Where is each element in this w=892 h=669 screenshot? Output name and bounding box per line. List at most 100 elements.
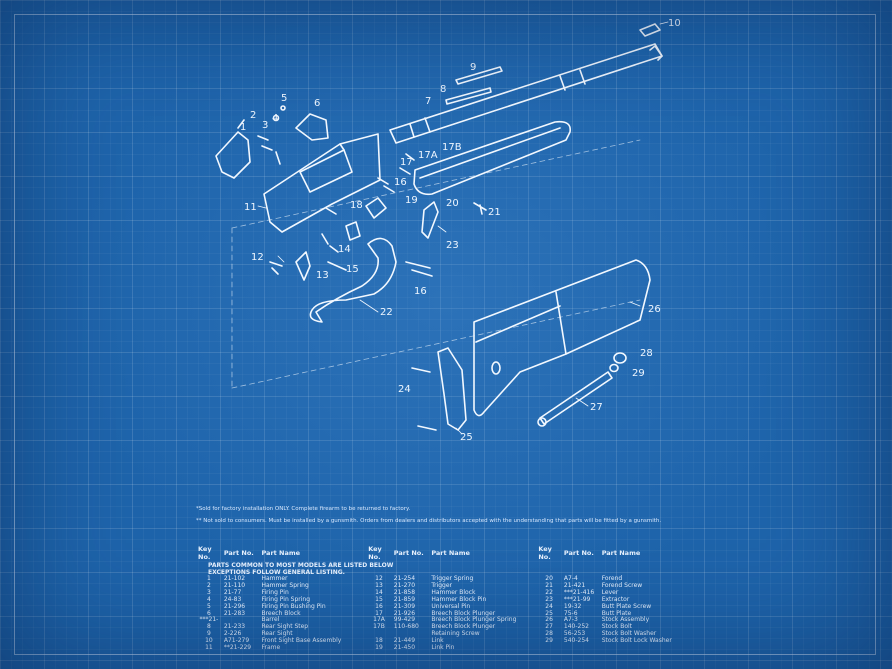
table-cell: 20 (545, 575, 553, 582)
table-cell: ***21-416 (563, 588, 595, 596)
table-cell: 21-102 (223, 575, 246, 582)
group-title-1: PARTS COMMON TO MOST MODELS ARE LISTED B… (208, 562, 394, 569)
table-cell: 540-254 (563, 637, 589, 645)
table-cell: 140-252 (563, 623, 589, 631)
hammer-part (215, 131, 251, 179)
callout-15: 15 (346, 264, 359, 275)
link-part (365, 197, 387, 219)
callout-18: 18 (350, 200, 363, 211)
rear-sight-part (455, 66, 503, 85)
header-part-no-3: Part No. (563, 549, 594, 557)
table-cell: 17A (373, 616, 385, 624)
table-cell: A7-4 (563, 575, 578, 582)
table-cell: Firing Pin (261, 588, 289, 596)
callout-7: 7 (425, 96, 431, 107)
callout-28: 28 (640, 348, 653, 359)
table-cell: Hammer Spring (261, 581, 309, 589)
callout-9: 9 (470, 62, 476, 73)
table-cell: 21-449 (393, 637, 416, 645)
table-cell: 75-6 (563, 609, 578, 617)
callout-11: 11 (244, 202, 257, 213)
table-cell: 17 (375, 609, 383, 617)
table-cell: 2-226 (223, 630, 242, 638)
table-cell (536, 645, 562, 652)
table-cell (600, 645, 706, 652)
stock-bolt-part (539, 371, 613, 425)
frame-part (263, 133, 381, 233)
callout-17a: 17A (418, 150, 438, 161)
callout-24: 24 (398, 384, 411, 395)
parts-table-header: Key No. Part No. Part Name Key No. Part … (196, 545, 706, 562)
table-cell: 2 (207, 581, 211, 589)
table-cell: Hammer (261, 575, 288, 582)
trigger-spring-part (269, 261, 283, 275)
table-cell: Butt Plate Screw (601, 602, 652, 610)
forend-screw-part (473, 202, 487, 215)
table-cell: Trigger (431, 581, 453, 589)
pins-group (321, 153, 433, 277)
hammer-block-part (345, 221, 361, 241)
table-cell: 21-110 (223, 581, 246, 589)
callout-27: 27 (590, 402, 603, 413)
barrel-part (389, 43, 663, 144)
table-cell: Stock Bolt Lock Washer (601, 637, 672, 645)
callout-26: 26 (648, 304, 661, 315)
table-cell: 21-233 (223, 623, 246, 631)
table-cell: Lever (601, 588, 619, 596)
header-part-no-1: Part No. (223, 549, 254, 557)
stock-bolt-lock-washer-part (609, 363, 619, 373)
table-row: 10 A71-279 Front Sight Base Assembly 18 21-4… (196, 637, 706, 645)
callout-23: 23 (446, 240, 459, 251)
table-cell: Hammer Block (431, 588, 476, 596)
table-cell: A7-3 (563, 616, 578, 624)
pin-part (280, 105, 286, 111)
table-cell: A71-279 (223, 637, 250, 645)
firing-pin-part (257, 135, 273, 151)
header-key-no-1: Key No. (198, 545, 212, 561)
header-part-no-2: Part No. (393, 549, 424, 557)
callout-8: 8 (440, 84, 446, 95)
header-key-no-2: Key No. (368, 545, 382, 561)
table-cell: 14 (375, 588, 383, 596)
breech-block-part (295, 113, 329, 141)
table-cell: 24-83 (223, 595, 242, 603)
parts-list: Key No. Part No. Part Name Key No. Part … (196, 545, 706, 652)
table-cell: 21-309 (393, 602, 416, 610)
callout-10: 10 (668, 18, 681, 29)
footnote-gunsmith: ** Not sold to consumers. Must be instal… (196, 518, 662, 524)
table-cell: 18 (375, 637, 383, 645)
callout-22: 22 (380, 307, 393, 318)
butt-plate-part (437, 347, 467, 431)
table-cell: **21-229 (223, 644, 252, 652)
footnotes: *Sold for factory installation ONLY. Com… (196, 503, 756, 527)
table-cell: Link (431, 637, 444, 645)
table-cell: 1 (207, 575, 211, 582)
table-cell: 21-254 (393, 575, 416, 582)
table-cell: Rear Sight Step (261, 623, 309, 631)
table-cell: 25 (545, 609, 553, 617)
table-cell: 21-296 (223, 602, 246, 610)
table-cell: Trigger Spring (431, 575, 474, 582)
rear-sight-step-part (445, 87, 492, 105)
callout-13: 13 (316, 270, 329, 281)
callout-4: 4 (272, 113, 278, 124)
table-cell (562, 645, 600, 652)
table-cell: Stock Bolt Washer (601, 630, 657, 638)
callout-17: 17 (400, 157, 413, 168)
table-cell: Stock Assembly (601, 616, 650, 624)
lever-part (309, 237, 397, 323)
table-cell: 15 (375, 595, 383, 603)
front-sight-base-part (639, 23, 661, 37)
table-cell: Firing Pin Bushing Pin (261, 602, 326, 610)
table-cell: Front Sight Base Assembly (261, 637, 342, 645)
table-cell: 10 (205, 637, 213, 645)
table-cell: 28 (545, 630, 553, 638)
stock-assembly-part (473, 259, 651, 417)
table-cell: ***21-99 (563, 595, 591, 603)
firing-pin-spring-part (275, 151, 281, 165)
table-cell: 21-926 (393, 609, 416, 617)
